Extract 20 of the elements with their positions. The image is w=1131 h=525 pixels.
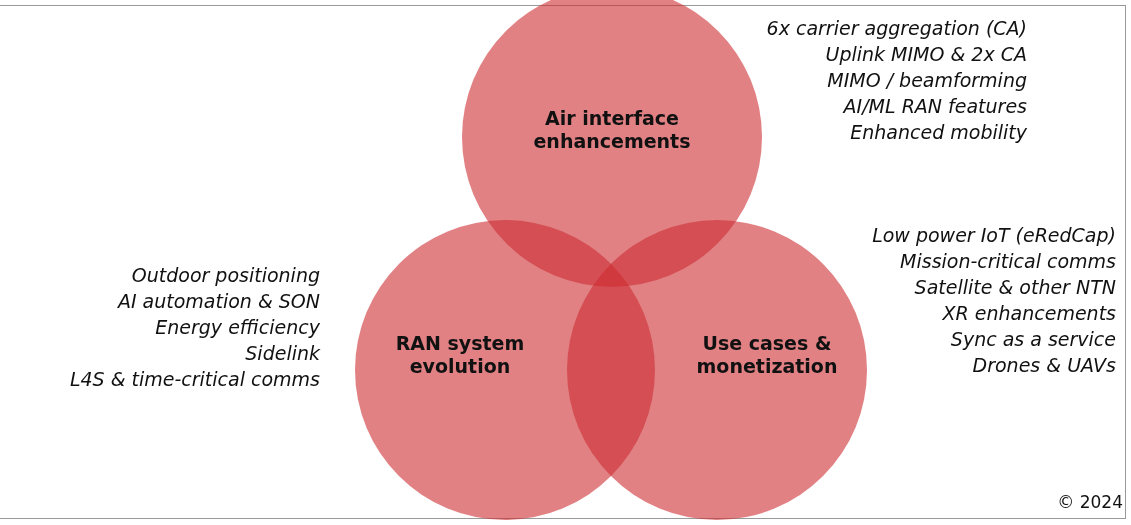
circle-title: Air interface enhancements [532,107,692,153]
feature-item: Enhanced mobility [850,120,1027,145]
feature-item: Outdoor positioning [131,263,320,288]
circle-title: Use cases & monetization [695,332,839,378]
feature-item: L4S & time-critical comms [69,367,320,392]
circle-title: RAN system evolution [394,332,526,378]
feature-item: XR enhancements [942,301,1116,326]
copyright-note: © 2024 [1057,492,1123,512]
feature-item: Sync as a service [950,327,1116,352]
feature-item: Satellite & other NTN [914,275,1116,300]
feature-item: Mission-critical comms [900,249,1116,274]
feature-item: Uplink MIMO & 2x CA [825,42,1027,67]
feature-item: MIMO / beamforming [827,68,1027,93]
feature-item: AI automation & SON [117,289,320,314]
feature-item: AI/ML RAN features [843,94,1027,119]
feature-item: Energy efficiency [155,315,320,340]
feature-item: Low power IoT (eRedCap) [872,223,1116,248]
feature-item: Drones & UAVs [972,353,1116,378]
feature-item: 6x carrier aggregation (CA) [766,16,1027,41]
feature-item: Sidelink [245,341,320,366]
